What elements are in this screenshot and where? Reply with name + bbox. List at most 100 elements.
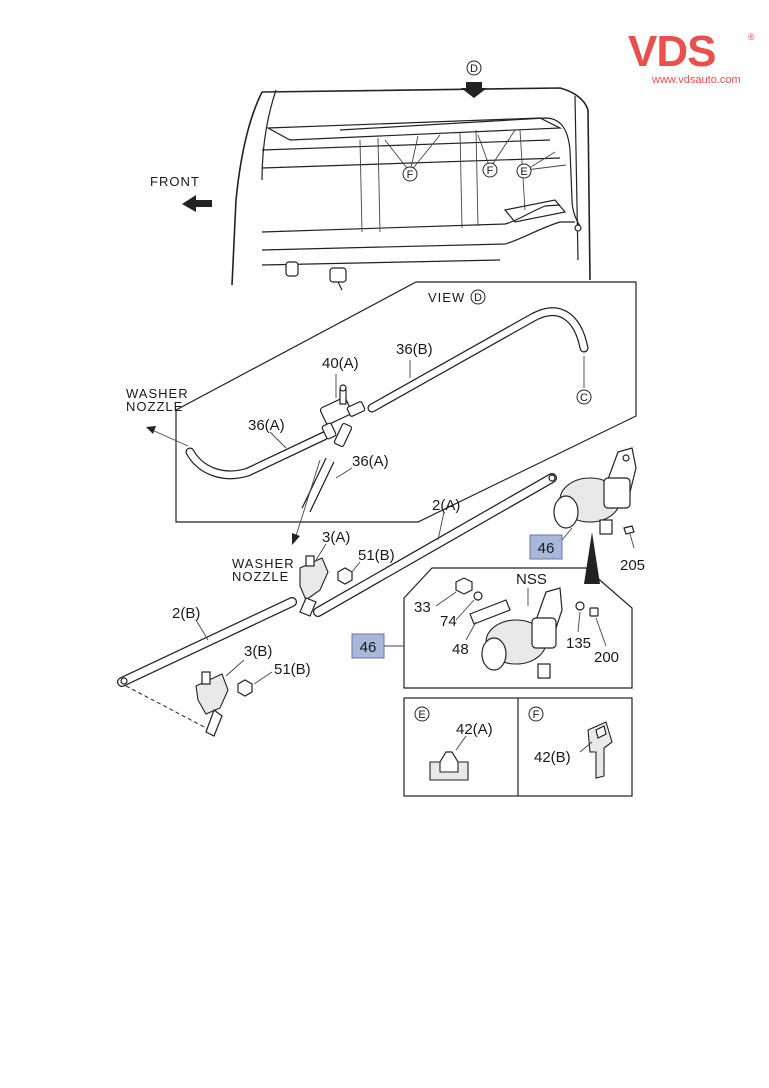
label-2b: 2(B) bbox=[172, 605, 200, 622]
leader-48 bbox=[465, 621, 477, 641]
cab-foot-stem bbox=[337, 281, 343, 291]
leader-46-upper bbox=[561, 527, 573, 541]
pivot-3a-stud bbox=[305, 555, 315, 567]
ref-circle-box-e bbox=[414, 706, 430, 722]
cab-foot-1 bbox=[285, 261, 299, 277]
pivot-3a-body bbox=[299, 557, 329, 601]
lower-dash-line bbox=[261, 204, 561, 233]
ref-circle-c bbox=[576, 389, 592, 405]
vds-logo: VDS ® www.vdsauto.com bbox=[628, 27, 755, 86]
ref-d-top: D bbox=[470, 63, 478, 75]
rod-2b-end-pin bbox=[120, 677, 128, 685]
box-f-letter: F bbox=[533, 709, 540, 721]
nss-motor-endcap bbox=[481, 637, 507, 671]
leader-42a bbox=[455, 735, 467, 751]
motor-endcap bbox=[553, 495, 579, 529]
leader-200 bbox=[595, 617, 607, 647]
callout-46-lower bbox=[351, 633, 385, 659]
cab-roof-edge bbox=[261, 87, 589, 111]
bracket-48 bbox=[469, 599, 511, 625]
label-2a: 2(A) bbox=[432, 497, 460, 514]
lower-dash-line-3 bbox=[261, 259, 501, 266]
leader-135 bbox=[577, 611, 581, 633]
front-indicator: FRONT bbox=[150, 174, 212, 212]
front-label: FRONT bbox=[150, 174, 200, 189]
ref-e: E bbox=[520, 166, 527, 178]
label-205: 205 bbox=[620, 557, 645, 574]
label-46-upper: 46 bbox=[538, 540, 555, 557]
motor-pivot bbox=[622, 454, 630, 462]
washer-nozzle-arrow-1 bbox=[146, 426, 156, 434]
hose-36b-fill bbox=[368, 308, 588, 412]
ref-circle-view-d bbox=[470, 289, 486, 305]
clip-42a-top bbox=[439, 751, 459, 763]
logo-text: VDS bbox=[628, 27, 715, 76]
washer-nozzle-leader-1 bbox=[151, 429, 189, 447]
lower-dash-line-2 bbox=[261, 221, 575, 251]
washer-hose-top bbox=[339, 117, 581, 227]
ref-circle-f-1 bbox=[402, 166, 418, 182]
wiper-motor-assembly: 205 46 bbox=[529, 447, 645, 584]
ref-circle-box-f bbox=[528, 706, 544, 722]
washer-nozzle-2-line2: NOZZLE bbox=[232, 569, 289, 584]
pivot-3b bbox=[195, 671, 229, 737]
link-rod-2a-fill bbox=[314, 474, 556, 616]
nss-gearbox bbox=[531, 617, 557, 649]
label-42b: 42(B) bbox=[534, 749, 571, 766]
leader-3b bbox=[225, 659, 245, 677]
rod-2a-end-pin bbox=[548, 474, 556, 482]
label-3b: 3(B) bbox=[244, 643, 272, 660]
t-connector-arm-down bbox=[333, 422, 353, 448]
view-d-title: VIEW bbox=[428, 290, 465, 305]
box-e-letter: E bbox=[418, 709, 425, 721]
label-33: 33 bbox=[414, 599, 431, 616]
hose-36a-short-fill bbox=[302, 458, 334, 512]
detail-pointer-triangle bbox=[584, 532, 600, 584]
logo-url: www.vdsauto.com bbox=[651, 74, 741, 86]
nozzle-pointer-arrow bbox=[292, 533, 300, 545]
bracket-rod-3 bbox=[459, 131, 463, 229]
leader-2b bbox=[195, 619, 209, 641]
clip-e-leaders bbox=[525, 151, 567, 171]
cab-pillar-right bbox=[587, 109, 591, 281]
view-direction-arrow bbox=[461, 82, 487, 98]
view-d-panel: VIEW D C 40(A) 36(B) 36(A) WASHER NO bbox=[126, 281, 637, 523]
label-36a-2: 36(A) bbox=[352, 453, 389, 470]
bolt-205-head bbox=[623, 525, 635, 535]
t-connector-cap bbox=[339, 384, 347, 392]
motor-connector bbox=[599, 519, 613, 535]
leader-3a bbox=[315, 543, 327, 561]
ref-circle-d-top bbox=[466, 60, 482, 76]
recess-panel bbox=[503, 199, 567, 223]
view-d-frame bbox=[175, 281, 637, 523]
nss-connector bbox=[537, 663, 551, 679]
label-51b-2: 51(B) bbox=[274, 661, 311, 678]
nut-51b-2 bbox=[237, 679, 253, 697]
nozzle-pointer-line bbox=[295, 459, 321, 537]
washer-nozzle-1-line2: NOZZLE bbox=[126, 399, 183, 414]
label-nss: NSS bbox=[516, 571, 547, 588]
pivot-3b-arm bbox=[205, 709, 223, 737]
hose-36a-fill bbox=[186, 432, 328, 479]
link-rod-2b-fill bbox=[118, 598, 296, 686]
leader-36a-1 bbox=[269, 431, 287, 449]
label-74: 74 bbox=[440, 613, 457, 630]
label-36a-1: 36(A) bbox=[248, 417, 285, 434]
bracket-rod-2 bbox=[377, 137, 381, 233]
label-3a: 3(A) bbox=[322, 529, 350, 546]
leader-36a-2 bbox=[335, 467, 353, 479]
bracket-rod-1 bbox=[359, 139, 363, 233]
pivot-3a-arm bbox=[299, 597, 317, 617]
cowl-line-1 bbox=[261, 139, 551, 151]
leader-51b-1 bbox=[351, 561, 361, 573]
ref-c: C bbox=[580, 392, 588, 404]
leader-74 bbox=[455, 599, 475, 621]
clip-42b bbox=[587, 721, 613, 779]
pivot-3b-body bbox=[195, 673, 229, 715]
vehicle-cab-view: D F F E bbox=[231, 60, 591, 291]
pivot-3a bbox=[299, 555, 329, 617]
t-connector-stem bbox=[339, 389, 347, 405]
rod-2b-dashed-link bbox=[125, 685, 211, 731]
cowl-panel bbox=[265, 117, 563, 141]
